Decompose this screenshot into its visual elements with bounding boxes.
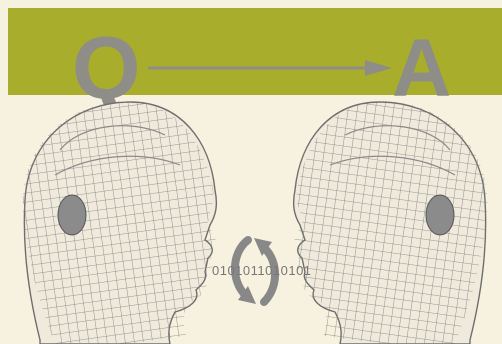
- binary-stream-text: 0101011010101: [212, 263, 312, 278]
- wireframe-head-right: [274, 87, 502, 344]
- arrow-right-icon: [148, 60, 392, 76]
- wireframe-head-left: [4, 87, 236, 344]
